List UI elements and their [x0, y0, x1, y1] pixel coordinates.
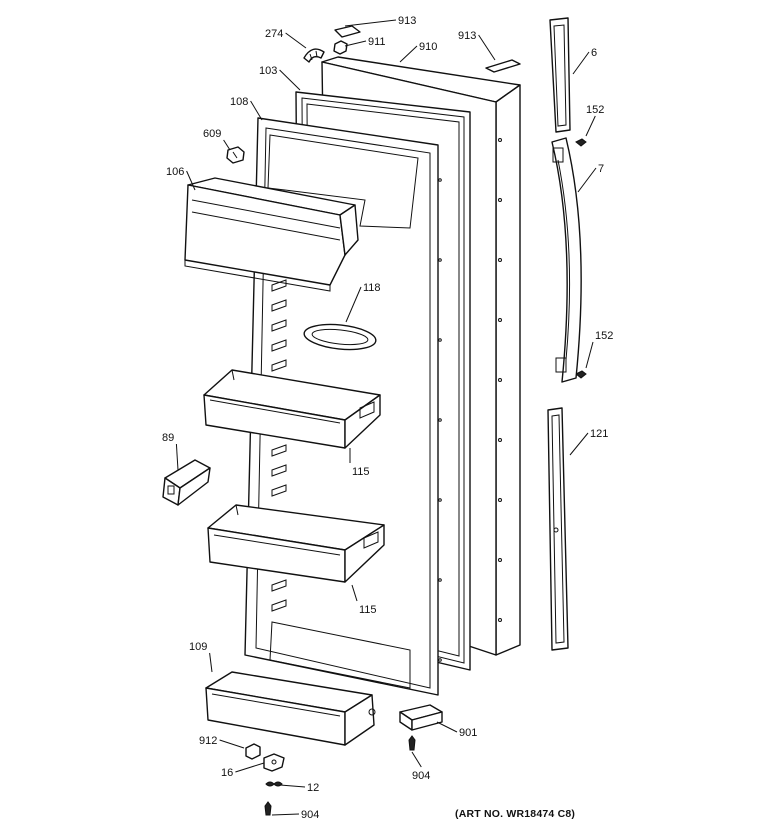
callout-leaders — [175, 19, 597, 816]
leader-line-c901 — [436, 721, 458, 733]
leader-line-c121 — [569, 432, 589, 456]
leader-line-c152a — [585, 115, 596, 137]
leader-line-c115b — [351, 584, 358, 602]
callout-label-c6: 6 — [591, 47, 597, 59]
leader-line-c6 — [572, 51, 590, 75]
leader-line-c912 — [219, 739, 245, 749]
part-609-clip — [226, 146, 245, 164]
leader-line-c910 — [399, 45, 418, 63]
leader-line-c108 — [250, 100, 263, 121]
part-121-handle-trim-bottom — [547, 407, 569, 651]
callout-label-c904a: 904 — [412, 770, 430, 782]
callout-label-c108: 108 — [230, 96, 248, 108]
callout-labels: 913 274 911 910 913 6 103 152 108 609 7 106 118 152 89… — [162, 15, 613, 821]
part-6-handle-trim-top — [549, 17, 571, 133]
leader-line-c16 — [235, 762, 265, 773]
callout-label-c109: 109 — [189, 641, 207, 653]
callout-label-c7: 7 — [598, 163, 604, 175]
part-16-hinge-piece — [263, 753, 285, 772]
leader-line-c152b — [585, 341, 594, 369]
callout-label-c609: 609 — [203, 128, 221, 140]
leader-line-c109 — [209, 652, 213, 673]
part-911-bushing — [333, 40, 348, 55]
leader-line-c911 — [344, 40, 367, 47]
callout-label-c911: 911 — [368, 36, 386, 48]
callout-label-c106: 106 — [166, 166, 184, 178]
part-89-bin-insert — [162, 459, 211, 506]
part-904-screw-upper — [408, 735, 416, 751]
callout-label-c89: 89 — [162, 432, 174, 444]
callout-label-c904b: 904 — [301, 809, 319, 821]
leader-line-c904a — [411, 751, 422, 768]
leader-line-c904b — [271, 813, 300, 816]
callout-label-c912: 912 — [199, 735, 217, 747]
part-115-lower-bin — [207, 504, 385, 583]
part-7-door-handle — [551, 137, 582, 383]
callout-label-c901: 901 — [459, 727, 477, 739]
leader-line-c913b — [478, 34, 496, 61]
part-274-hinge-cover — [303, 48, 325, 63]
part-912-cap — [245, 743, 261, 760]
callout-label-c152a: 152 — [586, 104, 604, 116]
leader-line-c118 — [345, 286, 362, 323]
callout-label-c913a: 913 — [398, 15, 416, 27]
callout-label-c152b: 152 — [595, 330, 613, 342]
callout-label-c16: 16 — [221, 767, 233, 779]
part-152-screw-upper — [575, 138, 587, 147]
part-152-screw-lower — [575, 370, 587, 379]
part-901-block — [399, 704, 443, 731]
leader-line-c12 — [279, 784, 306, 788]
leader-line-c913a — [344, 19, 397, 27]
part-115-upper-bin — [203, 369, 381, 449]
callout-label-c913b: 913 — [458, 30, 476, 42]
part-118-oval-gasket — [303, 323, 377, 351]
leader-line-c7 — [577, 167, 597, 193]
callout-label-c103: 103 — [259, 65, 277, 77]
callout-label-c910: 910 — [419, 41, 437, 53]
callout-label-c118: 118 — [363, 282, 381, 294]
leader-line-c274 — [285, 32, 307, 49]
callout-label-c274: 274 — [265, 28, 283, 40]
part-904-screw-lower — [264, 801, 272, 816]
part-913-shim — [485, 59, 521, 73]
callout-label-c115b: 115 — [359, 604, 377, 616]
leader-line-c103 — [279, 69, 301, 91]
part-12-spring — [265, 781, 283, 787]
art-number-caption: (ART NO. WR18474 C8) — [455, 808, 575, 820]
leader-line-c609 — [223, 139, 231, 151]
leader-line-c89 — [175, 443, 179, 471]
part-106-top-cover — [184, 177, 359, 292]
leader-line-c106 — [186, 170, 196, 191]
part-913-top-plate — [334, 25, 361, 38]
callout-label-c115a: 115 — [352, 466, 370, 478]
part-109-bottom-bin — [205, 671, 376, 746]
callout-label-c121: 121 — [590, 428, 608, 440]
callout-label-c12: 12 — [307, 782, 319, 794]
